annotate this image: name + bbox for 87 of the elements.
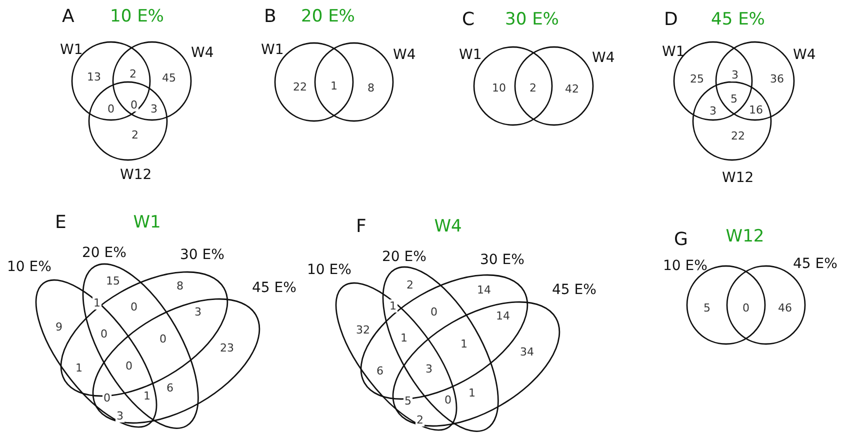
region-count: 2 (128, 68, 138, 80)
region-count: 5 (404, 394, 412, 408)
region-count: 34 (519, 346, 535, 358)
region-count: 8 (366, 82, 376, 94)
panel-letter: C (461, 10, 476, 30)
region-count: 22 (730, 130, 746, 142)
region-count: 3 (150, 102, 158, 116)
region-count: 1 (142, 390, 152, 402)
panel-letter: B (263, 7, 278, 27)
region-count: 3 (708, 104, 718, 118)
region-count: 6 (166, 382, 174, 394)
set-label: W12 (722, 171, 754, 185)
set-label: W1 (60, 43, 83, 57)
set-label: W4 (793, 48, 816, 62)
region-count: 2 (416, 414, 424, 426)
panel-title: 20 E% (300, 8, 356, 26)
region-count: 3 (730, 68, 740, 82)
set-label: W4 (191, 46, 214, 60)
set-label: 10 E% (663, 259, 708, 273)
region-count: 0 (124, 360, 134, 372)
set-label: W1 (459, 48, 482, 62)
region-count: 32 (355, 324, 371, 336)
region-count: 14 (476, 284, 492, 296)
set-label: 45 E% (252, 281, 296, 295)
region-count: 23 (219, 342, 235, 354)
region-count: 3 (424, 362, 434, 376)
panel-title: 30 E% (504, 10, 560, 30)
region-count: 5 (702, 302, 712, 314)
panel-title: W12 (724, 228, 766, 246)
region-count: 2 (406, 278, 414, 292)
panel-title: W1 (132, 214, 162, 232)
panel-letter: A (61, 7, 76, 27)
region-count: 0 (430, 306, 438, 318)
region-count: 0 (444, 394, 452, 406)
region-count: 16 (748, 104, 764, 116)
region-count: 1 (400, 332, 408, 344)
region-count: 0 (742, 302, 750, 314)
region-count: 45 (161, 72, 177, 84)
panel-title: 10 E% (109, 8, 165, 26)
region-count: 14 (495, 310, 511, 322)
region-count: 1 (92, 296, 102, 310)
set-label: W12 (120, 168, 152, 182)
region-count: 0 (130, 300, 138, 314)
panel-letter: E (54, 213, 68, 233)
panel-title: 45 E% (710, 10, 766, 30)
region-count: 2 (130, 128, 140, 142)
set-label: W4 (592, 51, 615, 65)
region-count: 42 (564, 82, 580, 96)
region-count: 3 (116, 410, 124, 422)
set-label: 30 E% (480, 253, 524, 267)
region-count: 0 (100, 328, 108, 340)
region-count: 9 (54, 320, 64, 334)
set-label: 45 E% (793, 257, 838, 271)
set-label: 10 E% (7, 260, 52, 274)
region-count: 0 (158, 332, 168, 346)
region-count: 1 (74, 362, 84, 374)
set-label: W4 (393, 48, 416, 62)
region-count: 6 (376, 364, 384, 378)
panel-letter: F (355, 217, 368, 237)
region-count: 15 (105, 274, 121, 288)
region-count: 36 (769, 72, 785, 86)
region-count: 5 (730, 92, 738, 106)
set-label: 45 E% (552, 283, 596, 297)
region-count: 25 (689, 72, 705, 86)
region-count: 1 (460, 338, 468, 350)
region-count: 46 (777, 302, 793, 314)
panel-letter: D (663, 10, 679, 30)
region-count: 10 (491, 82, 507, 94)
set-label: 20 E% (382, 250, 426, 264)
region-count: 2 (528, 82, 538, 94)
panel-letter: G (673, 230, 689, 250)
region-count: 0 (106, 102, 116, 116)
region-count: 13 (86, 70, 102, 84)
set-label: 10 E% (307, 263, 352, 277)
set-label: 30 E% (180, 248, 224, 262)
region-count: 1 (468, 386, 476, 400)
region-count: 8 (176, 280, 184, 292)
region-count: 3 (194, 306, 202, 318)
region-count: 1 (330, 80, 338, 92)
panel-title: W4 (433, 218, 463, 236)
region-count: 0 (102, 392, 112, 404)
region-count: 1 (388, 300, 398, 312)
set-label: W1 (261, 43, 284, 57)
region-count: 0 (130, 98, 138, 112)
set-label: W1 (662, 45, 685, 59)
region-count: 22 (292, 80, 308, 94)
set-label: 20 E% (82, 246, 126, 260)
